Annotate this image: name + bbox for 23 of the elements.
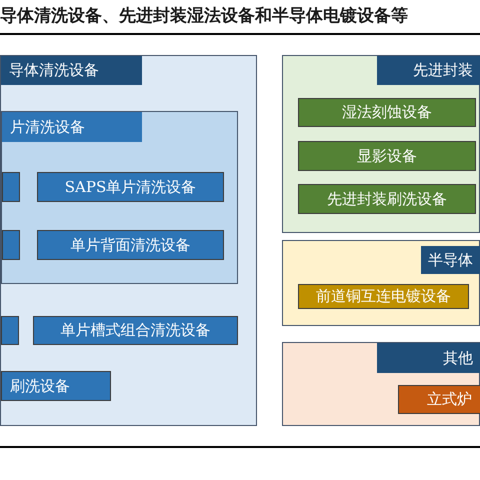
- equipment-box: 单片背面清洗设备: [37, 230, 224, 260]
- equipment-box: SAPS单片清洗设备: [37, 172, 224, 202]
- group-header: 片清洗设备: [2, 112, 142, 142]
- group-panel: [282, 240, 480, 326]
- equipment-box: 前道铜互连电镀设备: [298, 284, 469, 309]
- group-header: 导体清洗设备: [1, 56, 142, 85]
- equipment-box: 先进封装刷洗设备: [298, 184, 476, 214]
- group-panel: [282, 342, 480, 426]
- equipment-box: [2, 230, 20, 260]
- equipment-box: 湿法刻蚀设备: [298, 98, 476, 127]
- equipment-box: 单片槽式组合清洗设备: [33, 316, 238, 345]
- subgroup-panel: [1, 111, 238, 284]
- group-panel: [282, 55, 480, 233]
- group-panel: [0, 55, 257, 426]
- equipment-box: 刷洗设备: [1, 371, 111, 401]
- group-header: 先进封装: [377, 56, 480, 85]
- group-header: 其他: [377, 343, 480, 373]
- equipment-box: 显影设备: [298, 141, 476, 171]
- title: 导体清洗设备、先进封装湿法设备和半导体电镀设备等: [0, 5, 408, 28]
- group-header: 半导体: [421, 246, 480, 274]
- equipment-box: 立式炉: [398, 385, 480, 414]
- equipment-box: [1, 316, 19, 345]
- equipment-box: [2, 172, 20, 202]
